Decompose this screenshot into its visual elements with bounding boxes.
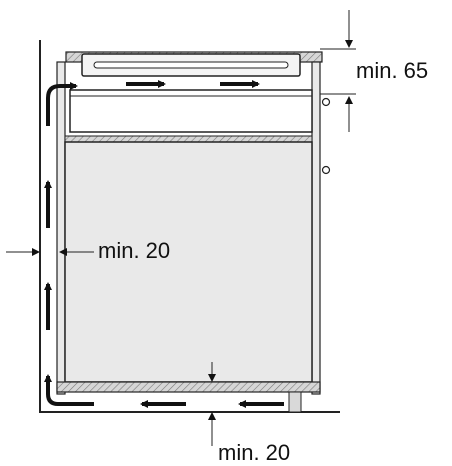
cabinet-front-panel — [311, 61, 321, 395]
oven-body — [64, 141, 313, 383]
dimension-wall-gap: min. 20 — [6, 238, 170, 263]
cabinet-base — [56, 381, 321, 393]
plinth-foot — [288, 391, 302, 413]
knob-icon — [321, 97, 331, 107]
dimension-label-top: min. 65 — [356, 58, 428, 83]
dimension-label-floor: min. 20 — [218, 440, 290, 465]
knob-icon — [321, 165, 331, 175]
intermediate-shelf — [64, 135, 313, 143]
cabinet-side-panel-left — [56, 61, 66, 395]
hob-glass-slot — [93, 61, 289, 69]
airflow-arrows — [44, 80, 284, 408]
dimension-top-gap: min. 65 — [320, 10, 428, 132]
dimension-floor-gap: min. 20 — [208, 362, 290, 465]
airflow-corner-bottom-arrow — [44, 374, 94, 406]
drawer-front — [69, 89, 313, 133]
airflow-corner-top-arrow — [46, 82, 78, 126]
dimension-label-wall: min. 20 — [98, 238, 170, 263]
